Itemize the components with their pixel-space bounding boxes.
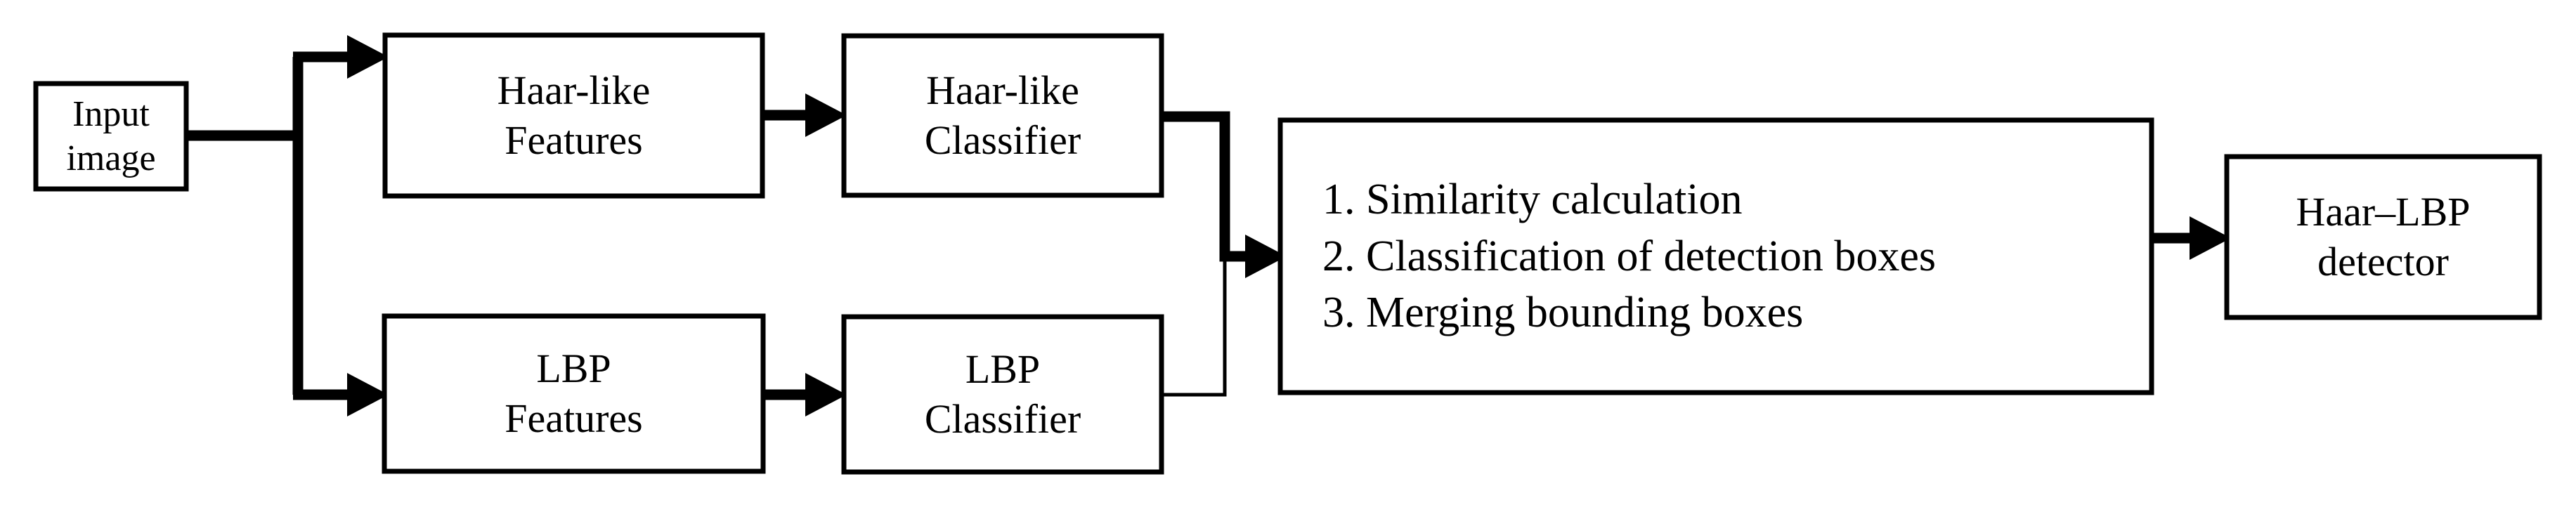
node-input-image[interactable]	[33, 81, 189, 192]
edge-lbp-features-to-lbp-classifier	[763, 373, 847, 416]
node-lbp-features[interactable]	[382, 313, 766, 474]
arrow-head-detector	[2190, 216, 2231, 260]
edge-haar-features-to-haar-classifier	[762, 93, 847, 137]
node-haar-classifier[interactable]	[841, 33, 1164, 198]
node-haar-lbp-detector[interactable]	[2224, 154, 2542, 320]
edge-lbp-classifier-to-fusion	[1162, 256, 1227, 397]
edge-fusion-to-detector	[2152, 216, 2231, 260]
edge-input-to-lbp-features	[293, 373, 389, 416]
arrow-head-haar-features	[347, 35, 389, 79]
node-fusion-steps[interactable]	[1277, 117, 2154, 395]
arrow-head-fusion	[1245, 235, 1287, 278]
edge-haar-classifier-to-fusion	[1162, 111, 1287, 278]
edge-input-to-haar-features	[293, 35, 389, 79]
node-lbp-classifier[interactable]	[841, 314, 1164, 475]
arrow-head-lbp-features	[347, 373, 389, 416]
node-haar-features[interactable]	[382, 32, 765, 199]
arrow-head-haar-classifier	[805, 93, 847, 137]
arrow-head-lbp-classifier	[805, 373, 847, 416]
